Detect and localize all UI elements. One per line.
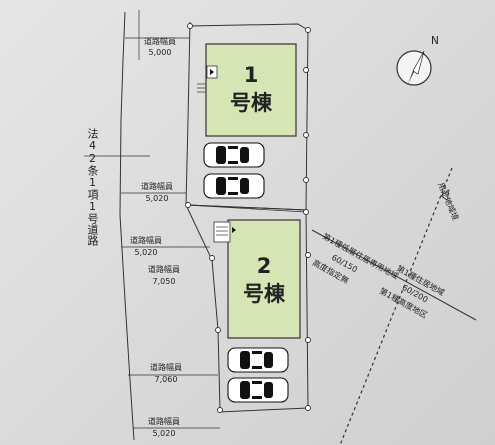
house-2-entry-arrow	[232, 227, 236, 233]
compass-north-label: N	[431, 35, 439, 47]
car-lot-1-b	[203, 173, 265, 199]
house-1-footprint	[205, 43, 297, 137]
lot-1-number: 1	[244, 63, 259, 87]
boundary-posts	[185, 23, 311, 413]
road-width-label-4: 道路幅員 7,050	[148, 264, 180, 286]
house-1-entry-arrow	[210, 69, 214, 75]
lot-west-boundary	[185, 21, 221, 411]
car-lot-2-a	[227, 347, 289, 373]
car-lot-1-a	[203, 142, 265, 168]
zoning-leader-line	[311, 229, 477, 321]
road-width-label-2: 道路幅員 5,020	[121, 181, 186, 203]
zoning-boundary-line	[339, 167, 453, 445]
svg-text:5,000: 5,000	[149, 48, 172, 57]
car-lot-2-b	[227, 377, 289, 403]
house-2-footprint	[227, 219, 301, 339]
svg-text:5,020: 5,020	[146, 194, 169, 203]
house-2-steps	[216, 226, 228, 236]
road-width-label-5: 道路幅員 7,060	[128, 362, 218, 384]
lot-2-outline	[187, 204, 309, 413]
lot-divider-line	[185, 204, 307, 213]
lot-2-name: 号棟	[243, 282, 286, 306]
svg-text:道路幅員: 道路幅員	[141, 181, 173, 191]
zoning-boundary-arrow	[440, 189, 450, 201]
lot-1-name: 号棟	[230, 91, 273, 115]
svg-text:7,060: 7,060	[155, 375, 178, 384]
svg-text:道路幅員: 道路幅員	[144, 36, 176, 46]
svg-text:5,020: 5,020	[135, 248, 158, 257]
house-2-entrance	[213, 221, 231, 243]
zoning-boundary-label: 用途地域境	[436, 181, 461, 222]
road-width-label-1: 道路幅員 5,000	[125, 36, 190, 57]
road-width-label-3: 道路幅員 5,020	[121, 235, 210, 257]
svg-text:7,050: 7,050	[153, 277, 176, 286]
road-width-label-6: 道路幅員 5,020	[133, 416, 220, 438]
svg-text:道路幅員: 道路幅員	[148, 264, 180, 274]
compass-icon: N	[396, 35, 439, 86]
road-edge-line	[119, 11, 135, 441]
svg-text:道路幅員: 道路幅員	[130, 235, 162, 245]
svg-text:5,020: 5,020	[153, 429, 176, 438]
svg-text:道路幅員: 道路幅員	[148, 416, 180, 426]
road-designation-label: 法42条1項1号道路	[86, 128, 99, 246]
svg-text:道路幅員: 道路幅員	[150, 362, 182, 372]
lot-2-number: 2	[257, 254, 272, 278]
house-1-steps	[197, 83, 206, 93]
